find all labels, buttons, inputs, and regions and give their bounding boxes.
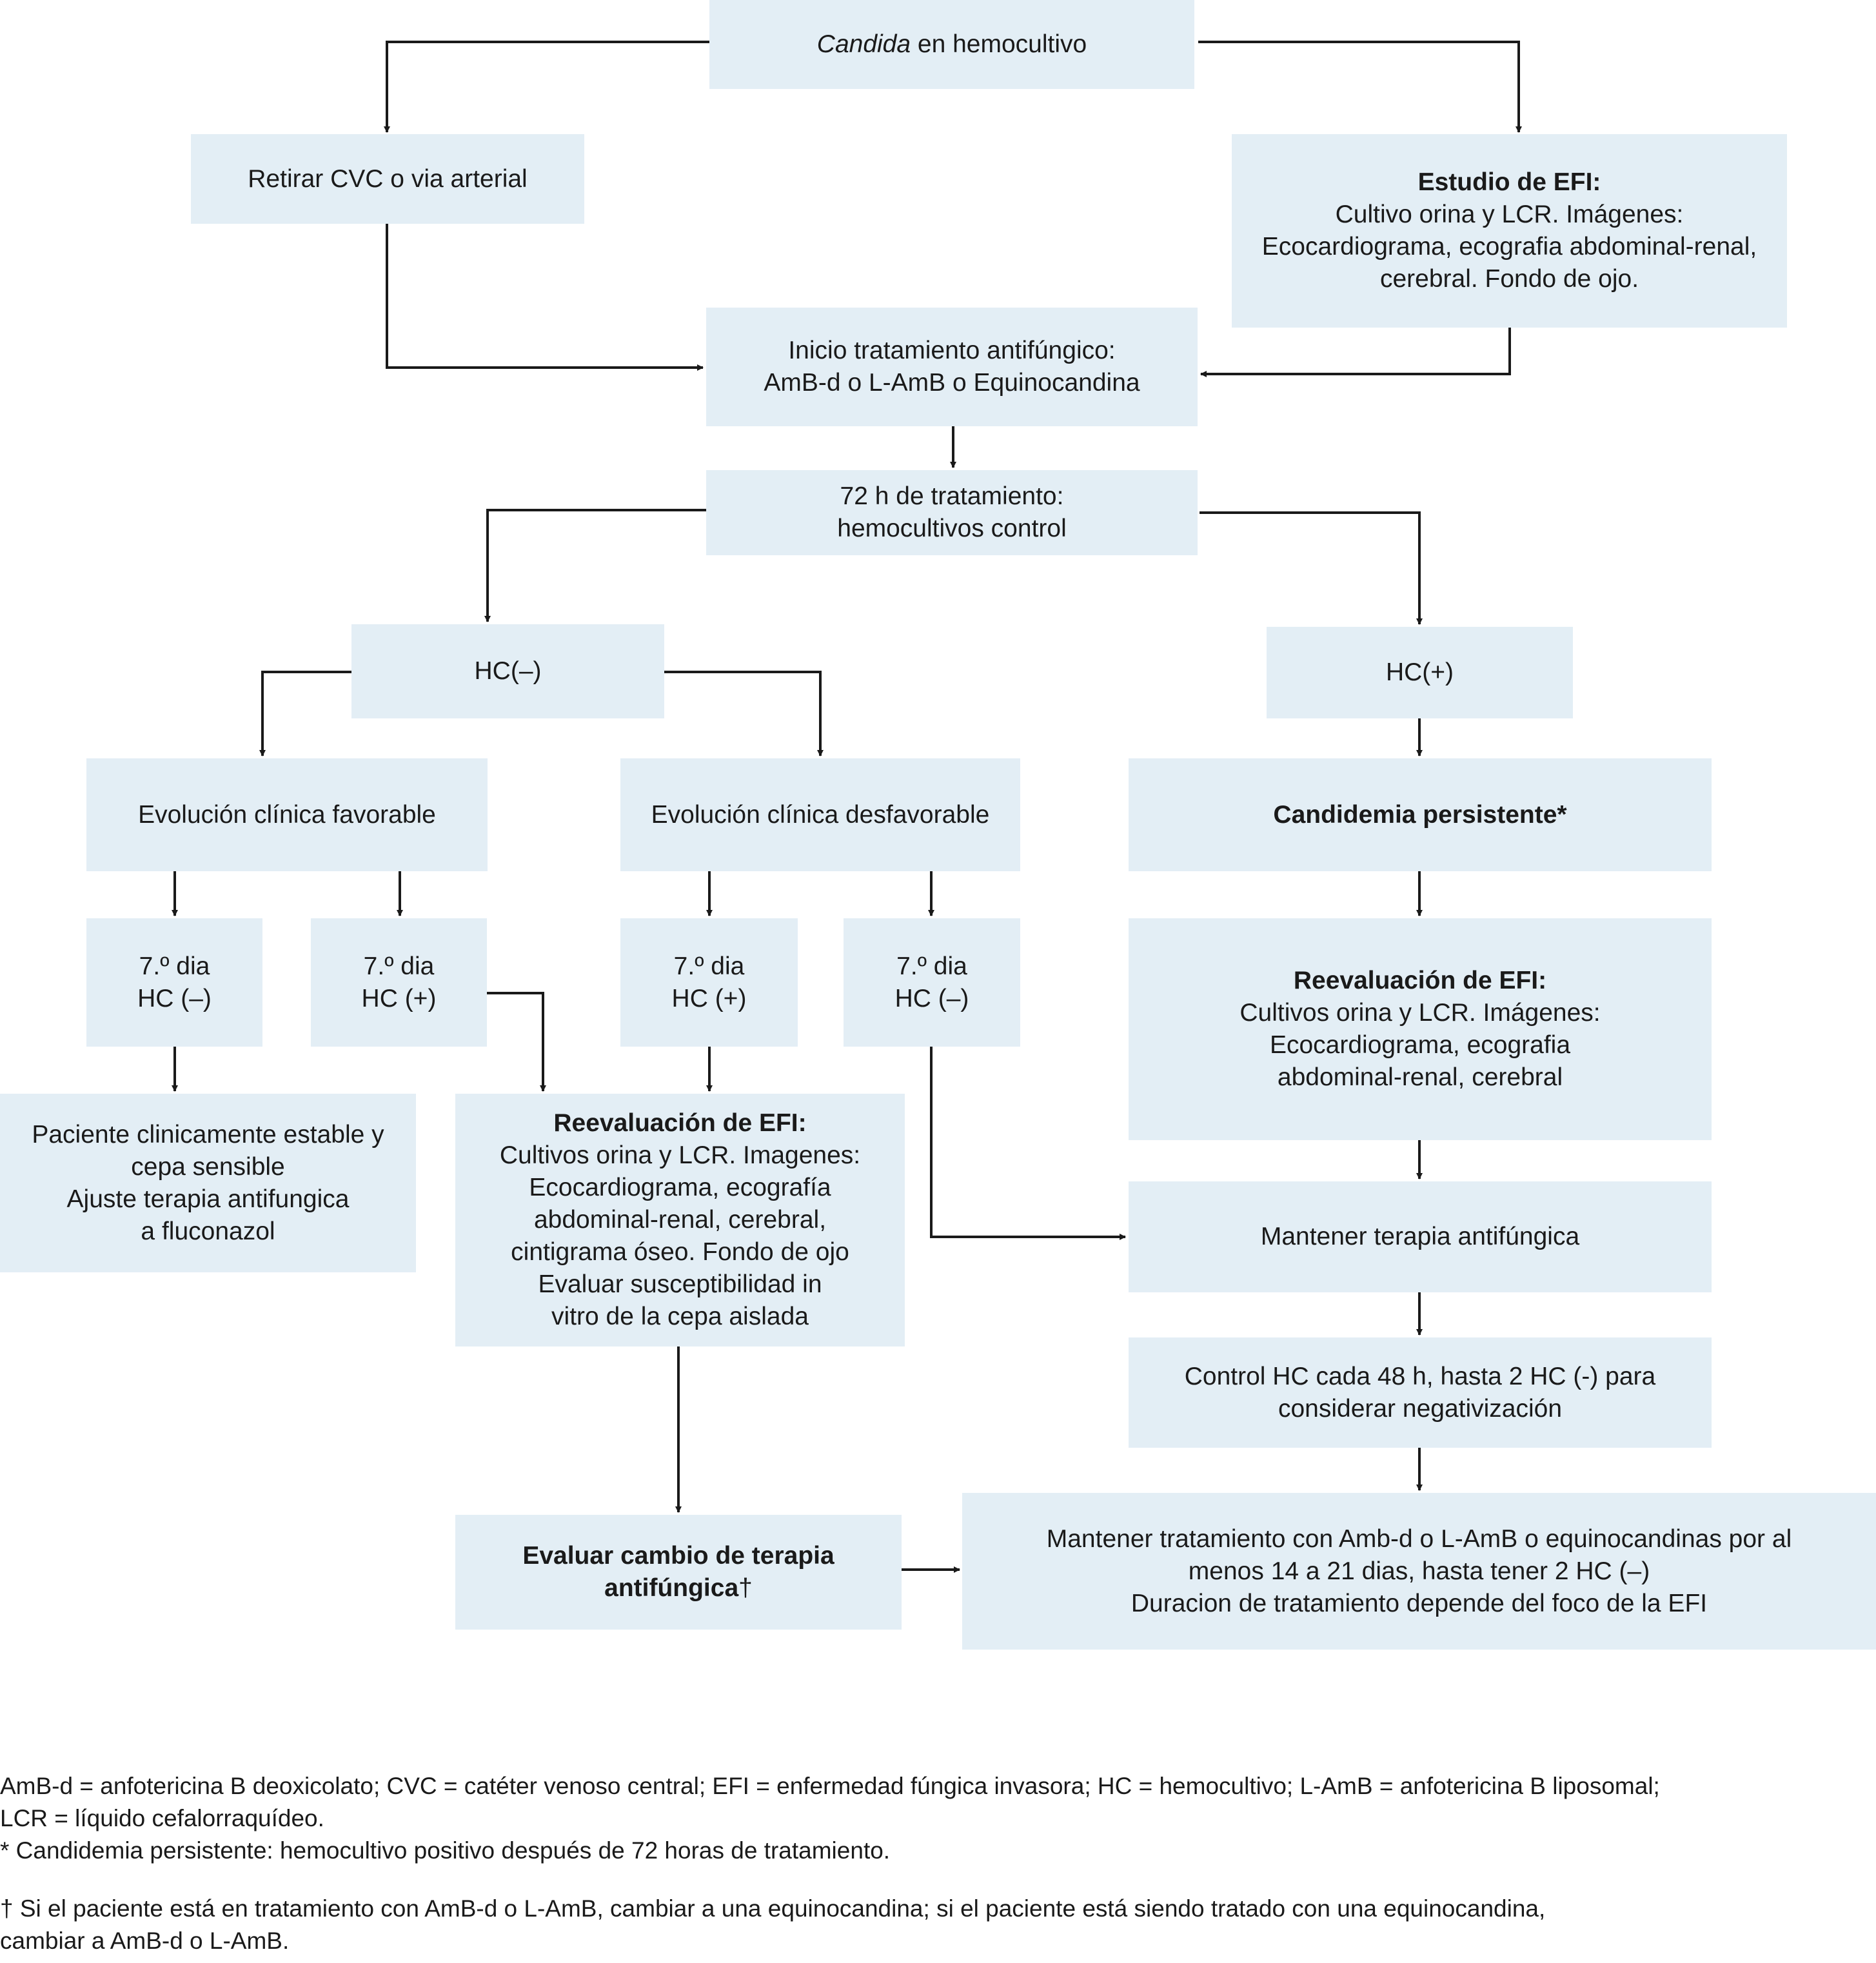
node-title: Estudio de EFI:: [1417, 168, 1601, 196]
node-text: Evaluar susceptibilidad in: [538, 1270, 822, 1298]
node-hc-positivo: HC(+): [1267, 627, 1573, 718]
node-text: Paciente clinicamente estable y: [32, 1120, 384, 1149]
node-candida-hemocultivo: Candida en hemocultivo: [709, 0, 1194, 89]
arrow-72h-hcpos: [1200, 511, 1423, 625]
node-text: 72 h de tratamiento:: [840, 482, 1064, 510]
node-text: Mantener tratamiento con Amb-d o L-AmB o…: [1046, 1524, 1792, 1553]
node-text: HC(+): [1385, 658, 1454, 686]
node-text: HC (+): [361, 984, 437, 1012]
node-title: Reevaluación de EFI:: [1293, 967, 1547, 994]
legend-line: cambiar a AmB-d o L-AmB.: [0, 1928, 290, 1954]
node-72h-tratamiento: 72 h de tratamiento: hemocultivos contro…: [706, 470, 1198, 555]
node-inicio-tratamiento: Inicio tratamiento antifúngico: AmB-d o …: [706, 308, 1198, 426]
node-text: cepa sensible: [131, 1152, 285, 1181]
node-text: Duracion de tratamiento depende del foco…: [1131, 1589, 1708, 1617]
arrow-root-estudio: [1198, 41, 1522, 133]
node-hc-negativo: HC(–): [351, 624, 664, 718]
node-text: 7.º dia: [139, 952, 210, 980]
node-text: 7.º dia: [896, 952, 967, 980]
node-title: Candidemia persistente*: [1273, 800, 1567, 829]
node-text: considerar negativización: [1278, 1394, 1563, 1423]
node-text: Ajuste terapia antifungica: [66, 1185, 350, 1213]
node-text: HC(–): [474, 657, 542, 685]
node-text: hemocultivos control: [837, 515, 1067, 542]
arrow-d7d-mantener: [930, 1047, 1126, 1240]
legend-line: AmB-d = anfotericina B deoxicolato; CVC …: [0, 1773, 1660, 1799]
node-mantener-terapia: Mantener terapia antifúngica: [1129, 1181, 1712, 1292]
arrow-retirar-inicio: [386, 224, 704, 371]
node-control-hc: Control HC cada 48 h, hasta 2 HC (-) par…: [1129, 1337, 1712, 1448]
node-text: HC (+): [671, 984, 747, 1012]
node-dia7-hc-pos-b: 7.º dia HC (+): [311, 918, 487, 1047]
legend-line: * Candidemia persistente: hemocultivo po…: [0, 1837, 891, 1864]
arrow-72h-hcneg: [484, 509, 706, 622]
node-text: cintigrama óseo. Fondo de ojo: [511, 1238, 849, 1266]
node-text: AmB-d o L-AmB o Equinocandina: [764, 369, 1140, 397]
node-text: Cultivos orina y LCR. Imagenes:: [499, 1141, 861, 1169]
node-title: Evaluar cambio de terapia: [522, 1542, 834, 1570]
node-text: 7.º dia: [673, 952, 745, 980]
node-text: abdominal-renal, cerebral: [1277, 1063, 1563, 1091]
node-text: Control HC cada 48 h, hasta 2 HC (-) par…: [1184, 1362, 1656, 1390]
node-text: a fluconazol: [141, 1217, 275, 1245]
node-text: Ecocardiograma, ecografia: [1269, 1031, 1571, 1059]
node-text: Retirar CVC o via arterial: [248, 164, 528, 193]
node-text: cerebral. Fondo de ojo.: [1379, 265, 1639, 293]
node-text: 7.º dia: [363, 952, 435, 980]
legend-line: LCR = líquido cefalorraquídeo.: [0, 1805, 324, 1831]
node-paciente-estable: Paciente clinicamente estable y cepa sen…: [0, 1094, 416, 1272]
node-text: Evolución clínica favorable: [138, 800, 436, 829]
legend-dagger-note: † Si el paciente está en tratamiento con…: [0, 1893, 1876, 1957]
node-text: abdominal-renal, cerebral,: [533, 1206, 827, 1234]
arrow-d7b-reeval: [487, 992, 546, 1092]
node-dia7-hc-pos-c: 7.º dia HC (+): [620, 918, 798, 1047]
node-text: vitro de la cepa aislada: [551, 1303, 809, 1330]
node-text: Cultivo orina y LCR. Imágenes:: [1335, 201, 1684, 228]
node-dia7-hc-neg-d: 7.º dia HC (–): [844, 918, 1020, 1047]
dagger-mark: †: [738, 1574, 753, 1602]
node-text: HC (–): [137, 984, 212, 1012]
node-text: HC (–): [894, 984, 969, 1012]
arrow-estudio-inicio: [1200, 328, 1511, 377]
node-reevaluacion-efi-mid: Reevaluación de EFI: Cultivos orina y LC…: [455, 1094, 905, 1346]
node-text: en hemocultivo: [911, 30, 1087, 58]
node-estudio-efi: Estudio de EFI: Cultivo orina y LCR. Imá…: [1232, 134, 1787, 328]
node-text: Evolución clínica desfavorable: [651, 800, 990, 829]
node-evolucion-desfavorable: Evolución clínica desfavorable: [620, 758, 1020, 871]
node-reevaluacion-efi-right: Reevaluación de EFI: Cultivos orina y LC…: [1129, 918, 1712, 1140]
node-dia7-hc-neg-a: 7.º dia HC (–): [86, 918, 262, 1047]
node-evolucion-favorable: Evolución clínica favorable: [86, 758, 488, 871]
node-title: antifúngica: [604, 1574, 739, 1602]
node-text-italic: Candida: [816, 30, 911, 58]
node-text: Ecocardiograma, ecografia abdominal-rena…: [1261, 233, 1757, 261]
node-text: Mantener terapia antifúngica: [1260, 1223, 1580, 1250]
arrow-hcneg-desfavorable: [664, 671, 824, 756]
node-text: Inicio tratamiento antifúngico:: [788, 337, 1116, 364]
arrow-hcneg-favorable: [259, 671, 351, 756]
node-text: Cultivos orina y LCR. Imágenes:: [1239, 999, 1601, 1027]
node-text: menos 14 a 21 dias, hasta tener 2 HC (–): [1188, 1557, 1650, 1585]
node-retirar-cvc: Retirar CVC o via arterial: [191, 134, 584, 224]
node-mantener-tratamiento-final: Mantener tratamiento con Amb-d o L-AmB o…: [962, 1493, 1876, 1650]
legend-line: † Si el paciente está en tratamiento con…: [0, 1895, 1546, 1922]
node-text: Ecocardiograma, ecografía: [529, 1174, 831, 1201]
node-candidemia-persistente: Candidemia persistente*: [1129, 758, 1712, 871]
node-title: Reevaluación de EFI:: [553, 1109, 807, 1137]
legend-abbreviations: AmB-d = anfotericina B deoxicolato; CVC …: [0, 1770, 1876, 1867]
node-evaluar-cambio: Evaluar cambio de terapia antifúngica†: [455, 1515, 902, 1630]
arrow-root-retirar: [384, 41, 713, 133]
